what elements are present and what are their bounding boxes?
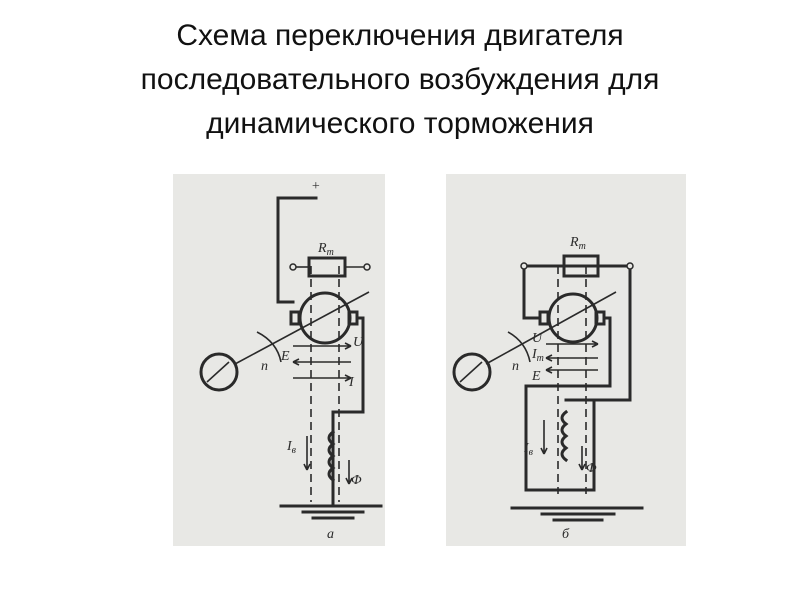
flux-label: Φ bbox=[351, 473, 362, 488]
title-line-3: динамического торможения bbox=[206, 107, 594, 140]
diagram-a: + Rт n U E I Iв Φ bbox=[173, 174, 385, 546]
title-line-1: Схема переключения двигателя bbox=[176, 19, 624, 52]
speed-label: n bbox=[512, 359, 519, 374]
terminal-left bbox=[520, 262, 528, 270]
slide-title: Схема переключения двигателя последовате… bbox=[0, 14, 800, 146]
ground-symbol bbox=[510, 506, 644, 522]
motor-armature bbox=[547, 292, 599, 344]
flux-label: Φ bbox=[586, 461, 597, 476]
emf-label: E bbox=[531, 369, 541, 384]
motor-armature bbox=[298, 291, 352, 345]
current-label: I bbox=[348, 375, 355, 390]
supply-wire bbox=[276, 196, 318, 304]
field-winding bbox=[327, 429, 336, 483]
rotation-arc bbox=[256, 331, 282, 363]
brake-resistor bbox=[562, 254, 600, 278]
field-current-label: Iв bbox=[286, 439, 297, 456]
plus-sign: + bbox=[311, 179, 320, 194]
terminal-left bbox=[289, 263, 297, 271]
voltage-label: U bbox=[532, 331, 543, 346]
diagram-b: Rт n U Iт E Iв Φ б bbox=[446, 174, 686, 546]
resistor-loop-wire bbox=[522, 264, 632, 402]
brush-left bbox=[289, 310, 301, 326]
terminal-right bbox=[363, 263, 371, 271]
gauge-needle bbox=[206, 361, 230, 383]
arrow-i bbox=[293, 374, 352, 382]
caption-b: б bbox=[562, 527, 570, 542]
arrow-phi bbox=[578, 446, 586, 471]
arrow-u bbox=[293, 342, 352, 350]
gauge-needle bbox=[459, 361, 483, 383]
arrow-it bbox=[545, 354, 598, 362]
circuit-a: + Rт n U E I Iв Φ bbox=[199, 179, 383, 542]
gauge-dial bbox=[452, 352, 492, 392]
arrow-pointer bbox=[485, 291, 617, 365]
arrow-u bbox=[546, 340, 599, 348]
arrow-e bbox=[292, 358, 351, 366]
arrow-pointer bbox=[234, 291, 370, 365]
speed-label: n bbox=[261, 359, 268, 374]
field-circuit-wire bbox=[524, 316, 612, 492]
terminal-right bbox=[626, 262, 634, 270]
brake-current-label: Iт bbox=[531, 347, 544, 364]
brush-left bbox=[538, 310, 550, 326]
emf-label: E bbox=[280, 349, 290, 364]
circuit-b: Rт n U Iт E Iв Φ б bbox=[452, 235, 644, 542]
resistor-label: Rт bbox=[569, 235, 586, 252]
ground-symbol bbox=[279, 504, 383, 520]
field-winding bbox=[560, 409, 569, 463]
arrow-e bbox=[545, 366, 598, 374]
caption-a: а bbox=[327, 527, 334, 542]
title-line-2: последовательного возбуждения для bbox=[140, 63, 660, 96]
arrow-phi bbox=[345, 460, 353, 485]
arrow-iv bbox=[303, 436, 311, 471]
voltage-label: U bbox=[353, 335, 364, 350]
resistor-label: Rт bbox=[317, 241, 334, 258]
gauge-dial bbox=[199, 352, 239, 392]
rotation-arc bbox=[507, 331, 531, 363]
arrow-iv bbox=[540, 420, 548, 455]
field-current-label: Iв bbox=[523, 441, 534, 458]
